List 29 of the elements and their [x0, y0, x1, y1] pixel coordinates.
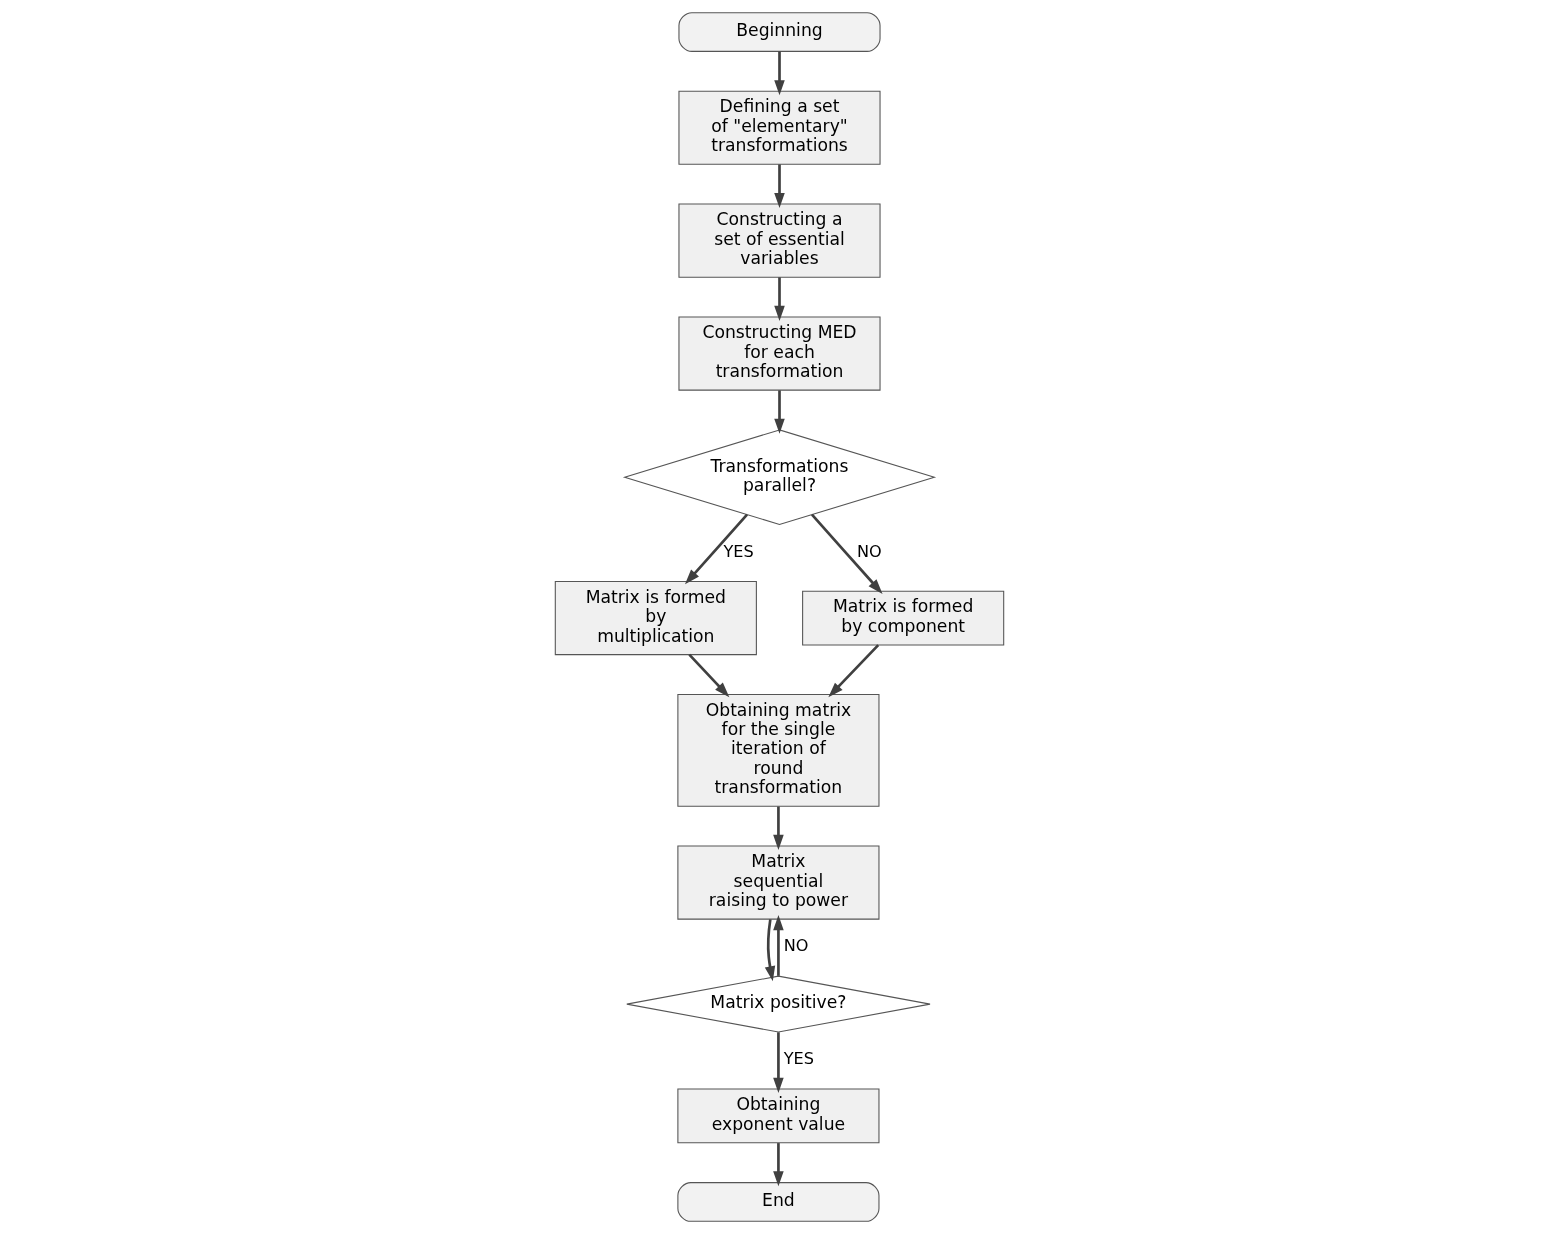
edge-label: NO [856, 541, 882, 561]
edge-label: NO [783, 936, 809, 956]
edge-label: YES [783, 1049, 814, 1069]
node-box: Matrix sequential raising to power [676, 845, 879, 920]
node-box: Matrix is formed by component [801, 590, 1004, 646]
arrow [810, 513, 883, 594]
arrow [772, 915, 784, 976]
arrow [687, 653, 729, 698]
arrow [773, 51, 785, 96]
arrow [772, 1143, 784, 1187]
node-box: End [676, 1182, 879, 1222]
arrow [772, 1032, 784, 1093]
edge-label: YES [723, 541, 754, 561]
arrow [773, 164, 785, 209]
arrow [684, 513, 748, 585]
node-diamond: Transformations parallel? [622, 429, 936, 526]
node-box: Defining a set of "elementary" transformations [677, 90, 881, 165]
arrow [773, 277, 785, 321]
arrow [827, 644, 879, 698]
node-box: Beginning [677, 12, 881, 52]
arrow [772, 806, 784, 850]
arrow [764, 919, 775, 982]
node-box: Matrix is formed by multiplication [554, 581, 757, 656]
node-box: Constructing a set of essential variables [677, 203, 881, 278]
node-diamond: Matrix positive? [625, 975, 931, 1033]
node-box: Constructing MED for each transformation [677, 316, 881, 391]
arrow [773, 390, 785, 434]
node-box: Obtaining exponent value [676, 1088, 879, 1144]
node-box: Obtaining matrix for the single iteration of round transformation [676, 693, 879, 807]
